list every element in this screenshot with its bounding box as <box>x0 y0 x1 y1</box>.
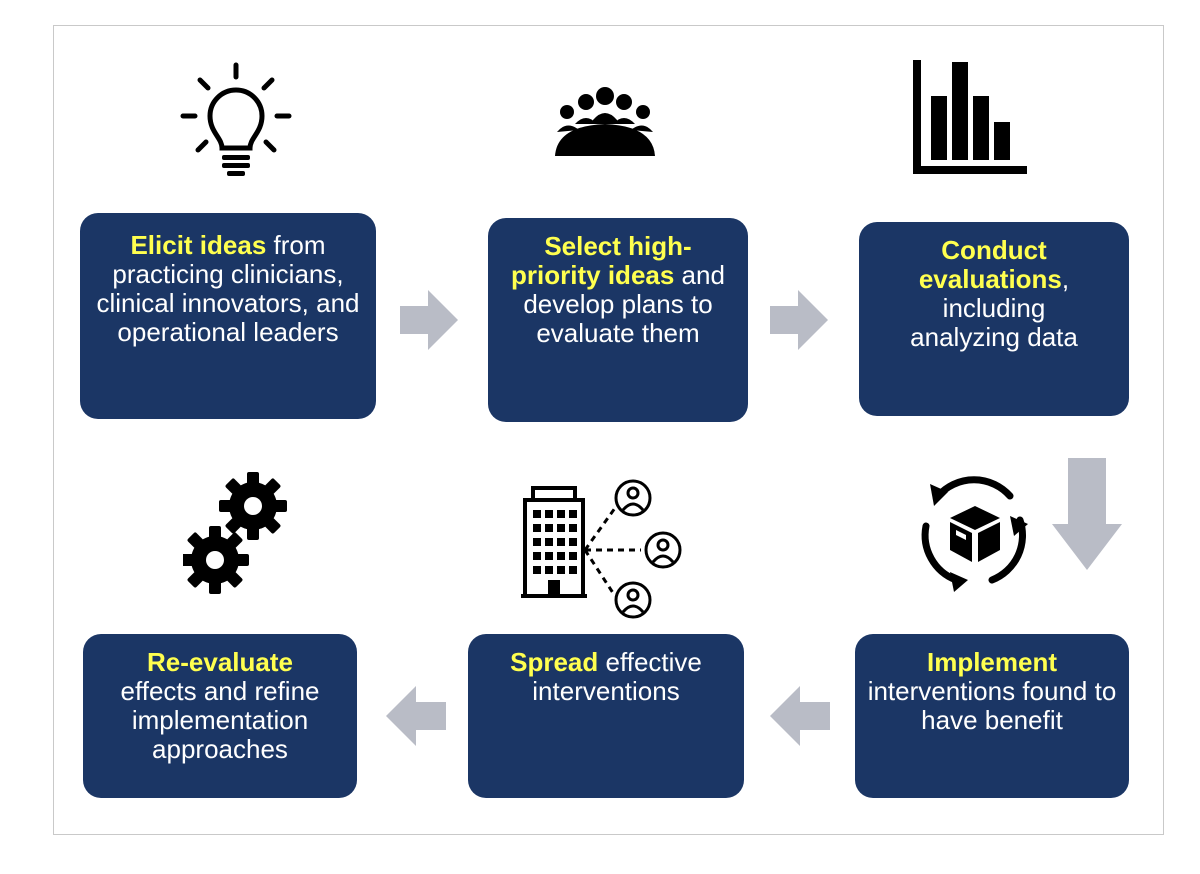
step-box-select-ideas: Select high-priority ideas and develop p… <box>488 218 748 422</box>
arrow-right-2 <box>770 290 828 350</box>
step-text: effective interventions <box>532 647 702 706</box>
gears-icon <box>183 472 287 594</box>
arrow-left-2 <box>386 686 446 746</box>
meeting-group-icon <box>555 87 655 156</box>
step-box-implement: Implement interventions found to have be… <box>855 634 1129 798</box>
step-highlight: Select high-priority ideas <box>511 231 692 290</box>
step-highlight: Conduct evaluations <box>918 235 1062 294</box>
step-highlight: Re-evaluate <box>147 647 293 677</box>
step-text: interventions found to have benefit <box>867 676 1117 735</box>
step-highlight: Spread <box>510 647 599 677</box>
step-box-elicit-ideas: Elicit ideas from practicing clinicians,… <box>80 213 376 419</box>
bar-chart-icon <box>913 60 1027 174</box>
step-highlight: Elicit ideas <box>130 230 267 260</box>
package-cycle-icon <box>921 476 1028 592</box>
step-highlight: Implement <box>926 647 1058 677</box>
step-box-spread: Spread effective interventions <box>468 634 744 798</box>
step-text: , including analyzing data <box>910 264 1078 352</box>
arrow-down <box>1052 458 1122 570</box>
arrow-left-1 <box>770 686 830 746</box>
step-box-re-evaluate: Re-evaluate effects and refine implement… <box>83 634 357 798</box>
arrow-right-1 <box>400 290 458 350</box>
lightbulb-icon <box>180 62 292 176</box>
step-text: effects and refine implementation approa… <box>120 676 320 764</box>
step-text: from practicing clinicians, clinical inn… <box>96 230 360 347</box>
step-text: and develop plans to evaluate them <box>523 260 725 348</box>
building-network-icon <box>521 479 682 619</box>
step-box-conduct-evaluations: Conduct evaluations, including analyzing… <box>859 222 1129 416</box>
